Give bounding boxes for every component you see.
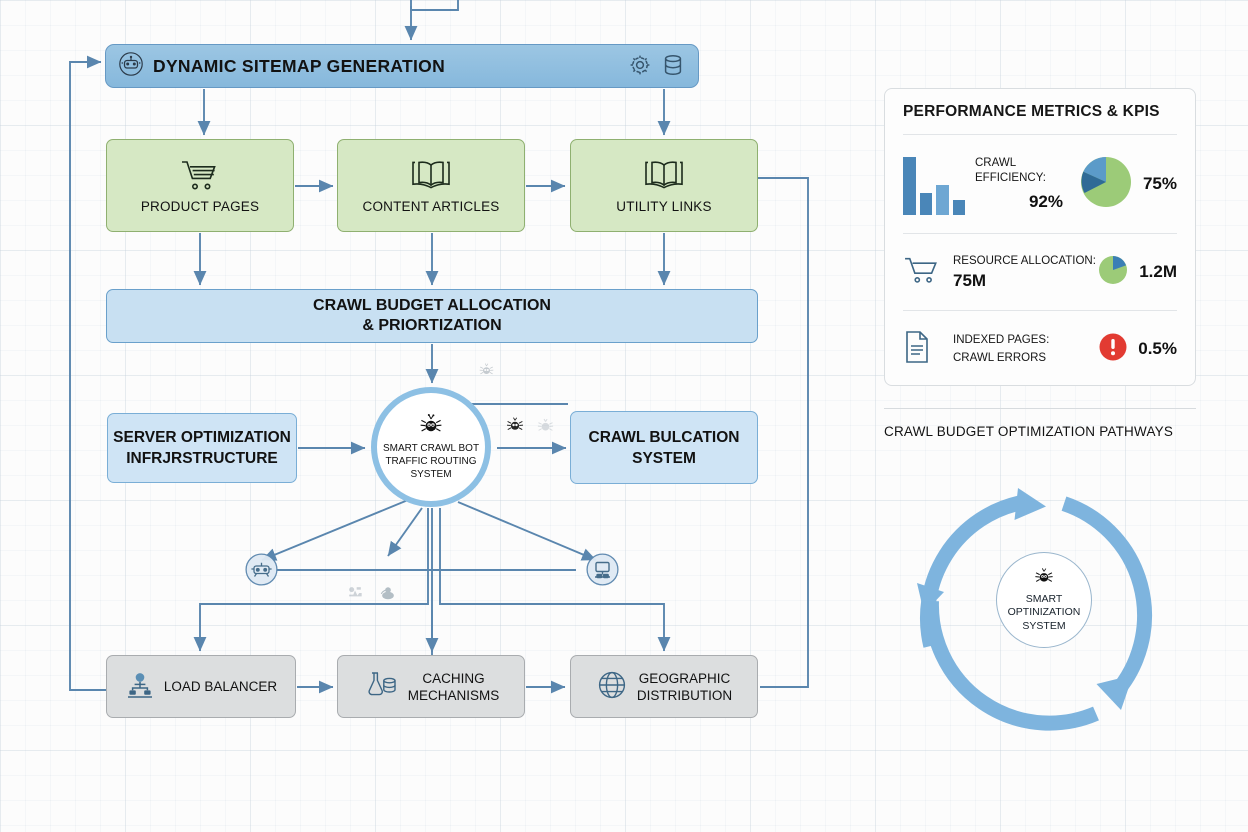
- divider: [903, 134, 1177, 135]
- node-crawl-bulcation-system[interactable]: CRAWL BULCATION SYSTEM: [570, 411, 758, 484]
- gear-icon[interactable]: [628, 53, 652, 82]
- section-divider: [884, 408, 1196, 409]
- hub-line-3: SYSTEM: [410, 468, 452, 480]
- bot-badge-icon: [118, 51, 144, 82]
- metric-value: 75M: [953, 270, 987, 290]
- divider: [903, 233, 1177, 234]
- node-smart-crawl-bot-traffic-routing-system[interactable]: SMART CRAWL BOT TRAFFIC ROUTING SYSTEM: [371, 387, 491, 507]
- alert-exclamation-icon: [1098, 332, 1128, 367]
- node-dynamic-sitemap-generation[interactable]: DYNAMIC SITEMAP GENERATION: [105, 44, 699, 88]
- output-line-2: SYSTEM: [632, 449, 696, 467]
- shopping-cart-icon: [903, 254, 947, 291]
- network-node-icon-left[interactable]: [245, 553, 278, 591]
- node-label-line-2: MECHANISMS: [407, 687, 500, 703]
- node-label-line-1: CACHING: [422, 670, 485, 686]
- cycle-core-line-3: SYSTEM: [1022, 619, 1066, 632]
- pie-chart-icon: [1077, 153, 1135, 216]
- metric-label-2: CRAWL ERRORS: [953, 351, 1047, 364]
- server-line-1: SERVER OPTIMIZATION: [113, 429, 291, 446]
- metric-row-indexed-pages[interactable]: INDEXED PAGES: CRAWL ERRORS 0.5%: [903, 324, 1177, 374]
- node-server-optimization-infrastructure[interactable]: SERVER OPTIMIZATION INFRJRSTRUCTURE: [107, 413, 297, 483]
- spider-bot-icon-light: [536, 417, 555, 440]
- metric-side-value: 75%: [1142, 174, 1177, 193]
- hub-line-2: TRAFFIC ROUTING: [385, 455, 477, 467]
- cycle-core-line-1: SMART: [1025, 592, 1063, 605]
- node-product-pages[interactable]: PRODUCT PAGES: [106, 139, 294, 232]
- node-load-balancer[interactable]: LOAD BALANCER: [106, 655, 296, 718]
- panel-title: PERFORMANCE METRICS & KPIS: [903, 103, 1160, 120]
- document-icon: [903, 330, 947, 369]
- crawler-icon-small-b: [378, 583, 398, 608]
- node-label-line-1: GEOGRAPHIC: [638, 670, 731, 686]
- node-utility-links[interactable]: UTILITY LINKS: [570, 139, 758, 232]
- node-label: PRODUCT PAGES: [140, 198, 260, 214]
- open-book-icon: [644, 158, 684, 195]
- server-line-2: INFRJRSTRUCTURE: [126, 450, 278, 467]
- output-line-1: CRAWL BULCATION: [588, 428, 740, 446]
- metric-label: CRAWL EFFICIENCY:: [975, 157, 1046, 184]
- cycle-title: CRAWL BUDGET OPTIMIZATION PATHWAYS: [884, 424, 1174, 439]
- spider-bot-icon-small-gray: [478, 361, 495, 384]
- metric-side-value: 1.2M: [1139, 262, 1177, 281]
- cycle-arrow-top: [1014, 488, 1046, 520]
- header-title: DYNAMIC SITEMAP GENERATION: [153, 55, 446, 76]
- pie-chart-icon: [1097, 254, 1129, 291]
- metric-side-value: 0.5%: [1138, 339, 1177, 358]
- metric-value: 92%: [1028, 192, 1063, 211]
- cycle-core-line-2: OPTINIZATION: [1007, 606, 1081, 618]
- globe-icon: [596, 669, 628, 704]
- shopping-cart-icon: [180, 158, 220, 195]
- budget-line-1: CRAWL BUDGET ALLOCATION: [313, 297, 551, 314]
- load-balancer-icon: [125, 671, 155, 702]
- spider-bot-icon-dark: [505, 416, 525, 439]
- node-label: CONTENT ARTICLES: [362, 198, 500, 214]
- node-caching-mechanisms[interactable]: CACHING MECHANISMS: [337, 655, 525, 718]
- server-rack-icon-right[interactable]: [586, 553, 619, 591]
- node-label-line-2: DISTRIBUTION: [636, 687, 733, 703]
- budget-line-2: & PRIORTIZATION: [362, 317, 502, 334]
- metric-row-resource-allocation[interactable]: RESOURCE ALLOCATION: 75M 1.2M: [903, 247, 1177, 297]
- open-book-icon: [411, 158, 451, 195]
- metric-label: INDEXED PAGES:: [953, 333, 1050, 346]
- cycle-ring-diagram: [917, 488, 1152, 731]
- metric-row-crawl-efficiency[interactable]: CRAWL EFFICIENCY: 92% 75%: [903, 148, 1177, 220]
- cache-flask-database-icon: [363, 670, 399, 703]
- node-label: LOAD BALANCER: [163, 679, 278, 694]
- hub-line-1: SMART CRAWL BOT: [382, 442, 480, 454]
- spider-bot-icon: [1033, 567, 1055, 591]
- divider: [903, 310, 1177, 311]
- node-content-articles[interactable]: CONTENT ARTICLES: [337, 139, 525, 232]
- performance-metrics-panel: PERFORMANCE METRICS & KPIS CRAWL EFFICIE…: [884, 88, 1196, 386]
- spider-bot-icon: [418, 413, 444, 440]
- cycle-arrow-bottom-right: [1096, 675, 1133, 710]
- node-geographic-distribution[interactable]: GEOGRAPHIC DISTRIBUTION: [570, 655, 758, 718]
- bar-chart-icon: [903, 153, 965, 215]
- database-icon[interactable]: [662, 53, 684, 82]
- metric-label: RESOURCE ALLOCATION:: [953, 254, 1096, 267]
- crawler-icon-small-a: [345, 583, 365, 608]
- cycle-core-smart-optimization-system[interactable]: SMART OPTINIZATION SYSTEM: [996, 552, 1092, 648]
- cycle-arrow-left: [917, 583, 944, 613]
- node-label: UTILITY LINKS: [616, 198, 712, 214]
- node-crawl-budget-allocation[interactable]: CRAWL BUDGET ALLOCATION & PRIORTIZATION: [106, 289, 758, 343]
